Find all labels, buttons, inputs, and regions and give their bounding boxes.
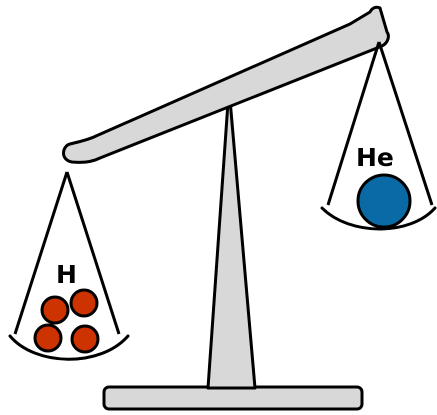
right-pan-balls (358, 175, 410, 227)
hydrogen-ball-3 (35, 325, 61, 351)
hydrogen-ball-1 (42, 297, 68, 323)
scale-post (208, 88, 255, 388)
helium-ball-1 (358, 175, 410, 227)
left-pan-label: H (56, 260, 77, 289)
scale-base (104, 387, 362, 409)
hydrogen-ball-2 (71, 290, 97, 316)
right-pan-label: He (356, 143, 394, 172)
hydrogen-ball-4 (72, 326, 98, 352)
left-pan-bowl (10, 336, 128, 359)
left-pan-balls (35, 290, 98, 352)
